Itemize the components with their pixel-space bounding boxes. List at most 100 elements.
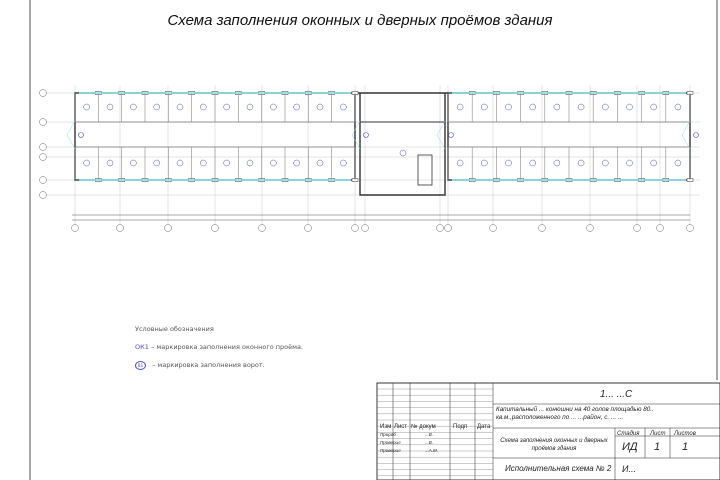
axis-bubble-col — [361, 224, 369, 232]
room-number-marker — [200, 159, 207, 167]
room-number-marker — [223, 159, 230, 167]
room-number-marker — [130, 103, 137, 111]
axis-bubble-col — [538, 224, 546, 232]
room-number-marker — [505, 103, 512, 111]
room-number-marker — [626, 103, 633, 111]
window-mark: ОК1 — [135, 343, 149, 351]
sheets-label: Листов — [674, 431, 696, 437]
doc-code: 1... ...С — [600, 389, 633, 400]
gate-swing — [436, 120, 446, 150]
gate-swing — [351, 120, 361, 150]
legend-text: – маркировка заполнения оконного проёма. — [151, 343, 304, 351]
axis-bubble-col — [116, 224, 124, 232]
legend-heading: Условные обозначения — [135, 325, 214, 333]
axis-bubble-col — [304, 224, 312, 232]
axis-bubble-col — [436, 224, 444, 232]
sheet-value: 1 — [654, 441, 661, 453]
axis-bubble-col — [164, 224, 172, 232]
room-number-marker — [246, 159, 254, 167]
room-number-marker — [106, 159, 114, 167]
floor-plan — [66, 91, 699, 196]
utility-room — [417, 154, 433, 186]
room-number-marker — [529, 159, 536, 167]
room-number-marker — [316, 159, 324, 167]
room-number-marker — [553, 103, 561, 111]
room-number-marker — [650, 103, 657, 111]
sheet-title: Схема заполнения оконных и дверных проём… — [500, 438, 608, 452]
gate-marker-icon — [693, 132, 699, 138]
name-1: ...В. — [425, 432, 434, 437]
legend-item-gate: В1 – маркировка заполнения ворот. — [135, 361, 303, 370]
axis-bubble-col — [211, 224, 219, 232]
room-number-marker — [553, 159, 561, 167]
sheet-frame — [29, 0, 718, 480]
room-number-marker — [577, 159, 585, 167]
room-number-marker — [529, 103, 536, 111]
drawing-title: Схема заполнения оконных и дверных проём… — [167, 12, 553, 29]
room-number-marker — [316, 103, 324, 111]
central-hall-walls — [355, 92, 448, 196]
room-number-marker — [176, 103, 184, 111]
room-number-marker — [340, 103, 347, 111]
role-3: Проверил — [380, 448, 401, 453]
room-number-marker — [200, 103, 207, 111]
hdr-list: Лист — [394, 424, 408, 430]
axis-bubble-row — [39, 176, 47, 184]
room-number-marker — [577, 103, 585, 111]
gate-marker-icon — [363, 132, 369, 138]
gate-mark-icon: В1 — [135, 361, 146, 370]
role-2: Проверил — [380, 440, 401, 445]
room-number-marker — [626, 159, 633, 167]
room-number-marker — [602, 159, 609, 167]
legend-text: – маркировка заполнения ворот. — [152, 361, 265, 369]
room-number-marker — [83, 103, 90, 111]
axis-grid — [39, 85, 700, 232]
room-number-marker — [674, 159, 682, 167]
room-number-marker — [602, 103, 609, 111]
axis-bubble-col — [444, 224, 452, 232]
axis-bubble-col — [686, 224, 694, 232]
room-number-marker — [481, 159, 488, 167]
stage-value: ИД — [622, 441, 638, 453]
drawing-name: Исполнительная схема № 2 — [505, 464, 612, 473]
sheets-value: 1 — [682, 441, 689, 453]
room-number-marker — [293, 159, 300, 167]
axis-bubble-row — [39, 153, 47, 161]
organization: И... — [622, 464, 636, 474]
room-number-marker — [456, 159, 464, 167]
title-block-lines — [376, 382, 720, 480]
role-1: Прораб — [380, 432, 396, 437]
room-number-marker — [481, 103, 488, 111]
axis-bubble-col — [489, 224, 497, 232]
axis-bubble-row — [39, 89, 47, 97]
name-2: ...В. — [425, 440, 434, 445]
gate-swing — [66, 120, 76, 150]
room-number-marker — [293, 103, 300, 111]
room-number-marker — [399, 149, 407, 157]
name-3: ...А.М. — [425, 448, 439, 453]
gate-marker-icon — [448, 132, 454, 138]
room-number-marker — [456, 103, 464, 111]
room-number-marker — [106, 103, 114, 111]
project-name: Капитальный ... конюшни на 40 голов площ… — [496, 406, 654, 421]
axis-bubble-col — [258, 224, 266, 232]
title-block-border — [376, 382, 720, 480]
hdr-izm: Изм — [380, 424, 392, 430]
room-number-marker — [223, 103, 230, 111]
axis-bubble-col — [633, 224, 641, 232]
stage-label: Стадия — [617, 431, 640, 437]
axis-bubble-row — [39, 118, 47, 126]
gate-marker-icon — [78, 132, 84, 138]
room-number-marker — [246, 103, 254, 111]
axis-bubble-row — [39, 143, 47, 151]
hdr-date: Дата — [477, 424, 491, 430]
room-number-marker — [340, 159, 347, 167]
room-number-marker — [83, 159, 90, 167]
legend-item-window: ОК1 – маркировка заполнения оконного про… — [135, 343, 303, 351]
room-number-marker — [270, 103, 277, 111]
axis-bubble-col — [351, 224, 359, 232]
gate-swing — [681, 120, 691, 150]
room-number-marker — [674, 103, 682, 111]
axis-bubble-row — [39, 191, 47, 199]
axis-bubble-col — [656, 224, 664, 232]
